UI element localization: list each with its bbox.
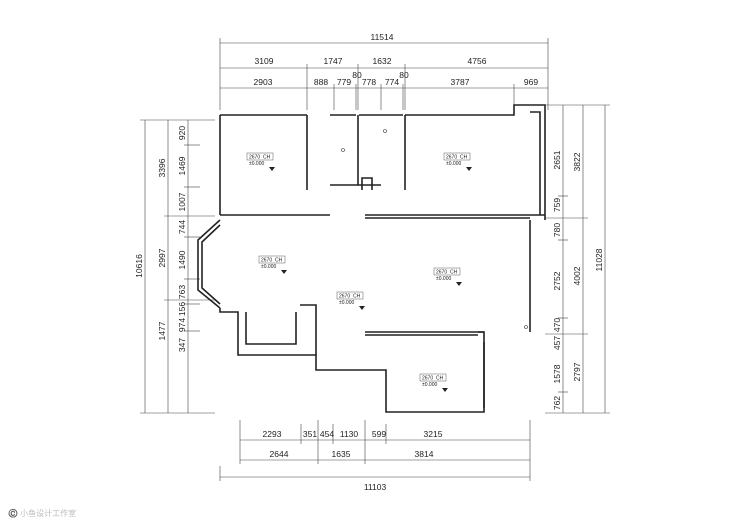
room-tags: 2670 CH ±0.000 2670 CH ±0.000 2670 CH ±0… [246, 152, 472, 392]
dim-top-row2: 1632 [373, 56, 392, 66]
svg-text:2670: 2670 [249, 155, 260, 161]
dim-top-row2: 4756 [468, 56, 487, 66]
dim-bottom-row1: 3215 [424, 429, 443, 439]
svg-text:CH: CH [436, 376, 444, 382]
dim-left-inner: 347 [177, 338, 187, 352]
dim-right-inner: 457 [552, 336, 562, 350]
dim-right-inner: 780 [552, 223, 562, 237]
dim-bottom-row2: 1635 [332, 449, 351, 459]
dim-bottom-row1: 454 [320, 429, 334, 439]
dim-left-mid: 2997 [157, 248, 167, 267]
dim-top-row3: 778 [362, 77, 376, 87]
dim-left-inner: 1007 [177, 192, 187, 211]
svg-text:CH: CH [450, 270, 458, 276]
dim-bottom-row1: 599 [372, 429, 386, 439]
dim-bottom-row2: 2644 [270, 449, 289, 459]
dim-left-inner: 763 [177, 285, 187, 299]
svg-text:±0.000: ±0.000 [339, 300, 354, 306]
dimension-lines [140, 38, 610, 481]
fixture-dots [341, 129, 528, 329]
svg-text:±0.000: ±0.000 [436, 276, 451, 282]
svg-text:CH: CH [460, 155, 468, 161]
svg-text:2670: 2670 [261, 258, 272, 264]
svg-text:2670: 2670 [422, 376, 433, 382]
dim-top-row2: 3109 [255, 56, 274, 66]
svg-text:CH: CH [275, 258, 283, 264]
dim-right-inner: 1578 [552, 364, 562, 383]
walls [197, 104, 546, 413]
dim-top-overall: 11514 [370, 32, 393, 42]
room-tag: 2670 CH ±0.000 [443, 152, 472, 171]
dim-left-inner: 1490 [177, 250, 187, 269]
dim-top-row3: 969 [524, 77, 538, 87]
dim-right-inner: 2651 [552, 150, 562, 169]
dim-left-inner: 156 [177, 302, 187, 316]
dim-right-overall: 11028 [594, 248, 604, 271]
dim-bottom-row2: 3814 [415, 449, 434, 459]
room-tag: 2670 CH ±0.000 [336, 291, 365, 310]
dim-top-row3: 888 [314, 77, 328, 87]
svg-text:±0.000: ±0.000 [249, 161, 264, 167]
svg-text:CH: CH [353, 294, 361, 300]
dim-left-overall: 10616 [134, 254, 144, 278]
dim-bottom-row1: 1130 [340, 429, 359, 439]
room-tag: 2670 CH ±0.000 [433, 267, 462, 286]
dim-top-row2: 1747 [324, 56, 343, 66]
svg-text:±0.000: ±0.000 [261, 264, 276, 270]
dim-top-row3: 3787 [451, 77, 470, 87]
dim-left-inner: 744 [177, 220, 187, 234]
svg-text:2670: 2670 [339, 294, 350, 300]
dim-top-row3: 779 [337, 77, 351, 87]
room-tag: 2670 CH ±0.000 [246, 152, 275, 171]
svg-text:CH: CH [263, 155, 271, 161]
dim-bottom-row1: 351 [303, 429, 317, 439]
dim-bottom-overall: 11103 [364, 482, 387, 492]
dim-bottom-row1: 2293 [263, 429, 282, 439]
dim-right-inner: 470 [552, 318, 562, 332]
dim-left-inner: 1469 [177, 156, 187, 175]
dim-left-inner: 920 [177, 126, 187, 140]
room-tag: 2670 CH ±0.000 [258, 255, 287, 274]
svg-text:2670: 2670 [446, 155, 457, 161]
dimension-labels-right: 11028 3822 4002 2797 2651 759 780 2752 4… [552, 150, 604, 410]
svg-text:±0.000: ±0.000 [446, 161, 461, 167]
dimension-labels-left: 10616 3396 2997 1477 920 1469 1007 744 1… [134, 126, 187, 352]
dim-right-mid: 2797 [572, 362, 582, 381]
dim-right-mid: 4002 [572, 266, 582, 285]
room-tag: 2670 CH ±0.000 [419, 373, 448, 392]
dimension-labels-top: 11514 3109 1747 1632 4756 2903 888 779 8… [254, 32, 539, 87]
watermark: ©️ 小鱼设计工作室 [8, 508, 76, 518]
dim-top-row3: 80 [399, 70, 409, 80]
dim-left-mid: 1477 [157, 321, 167, 340]
dim-top-row3: 774 [385, 77, 399, 87]
svg-text:2670: 2670 [436, 270, 447, 276]
dim-left-mid: 3396 [157, 158, 167, 177]
dim-right-inner: 762 [552, 396, 562, 410]
svg-text:±0.000: ±0.000 [422, 382, 437, 388]
dimension-labels-bottom: 2293 351 454 1130 599 3215 2644 1635 381… [263, 429, 443, 492]
dim-right-mid: 3822 [572, 152, 582, 171]
dim-right-inner: 2752 [552, 271, 562, 290]
dim-right-inner: 759 [552, 198, 562, 212]
dim-top-row3: 2903 [254, 77, 273, 87]
dim-top-row3: 80 [352, 70, 362, 80]
dim-left-inner: 974 [177, 318, 187, 332]
